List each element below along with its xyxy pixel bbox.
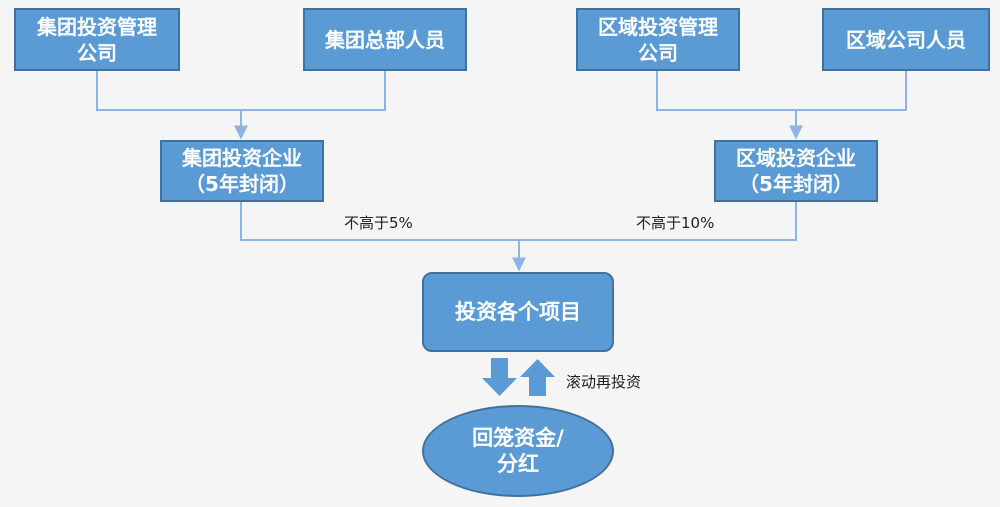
connector-region-mgmt xyxy=(656,71,907,111)
group-mgmt-company-node: 集团投资管理 公司 xyxy=(14,8,180,71)
reinvest-label: 滚动再投资 xyxy=(566,373,642,391)
region-fund-node: 区域投资企业 （5年封闭） xyxy=(714,140,878,202)
group-staff-node: 集团总部人员 xyxy=(303,8,467,71)
group-limit-label: 不高于5% xyxy=(344,214,413,232)
region-limit-label: 不高于10% xyxy=(636,214,715,232)
group-fund-node: 集团投资企业 （5年封闭） xyxy=(160,140,324,202)
returns-node: 回笼资金/ 分红 xyxy=(422,405,614,497)
region-mgmt-company-node: 区域投资管理 公司 xyxy=(576,8,740,71)
connector-group-mgmt xyxy=(96,71,386,111)
up-arrow-icon xyxy=(520,359,555,396)
region-staff-node: 区域公司人员 xyxy=(822,8,990,71)
down-arrow-icon xyxy=(482,358,517,396)
projects-node: 投资各个项目 xyxy=(422,272,614,352)
